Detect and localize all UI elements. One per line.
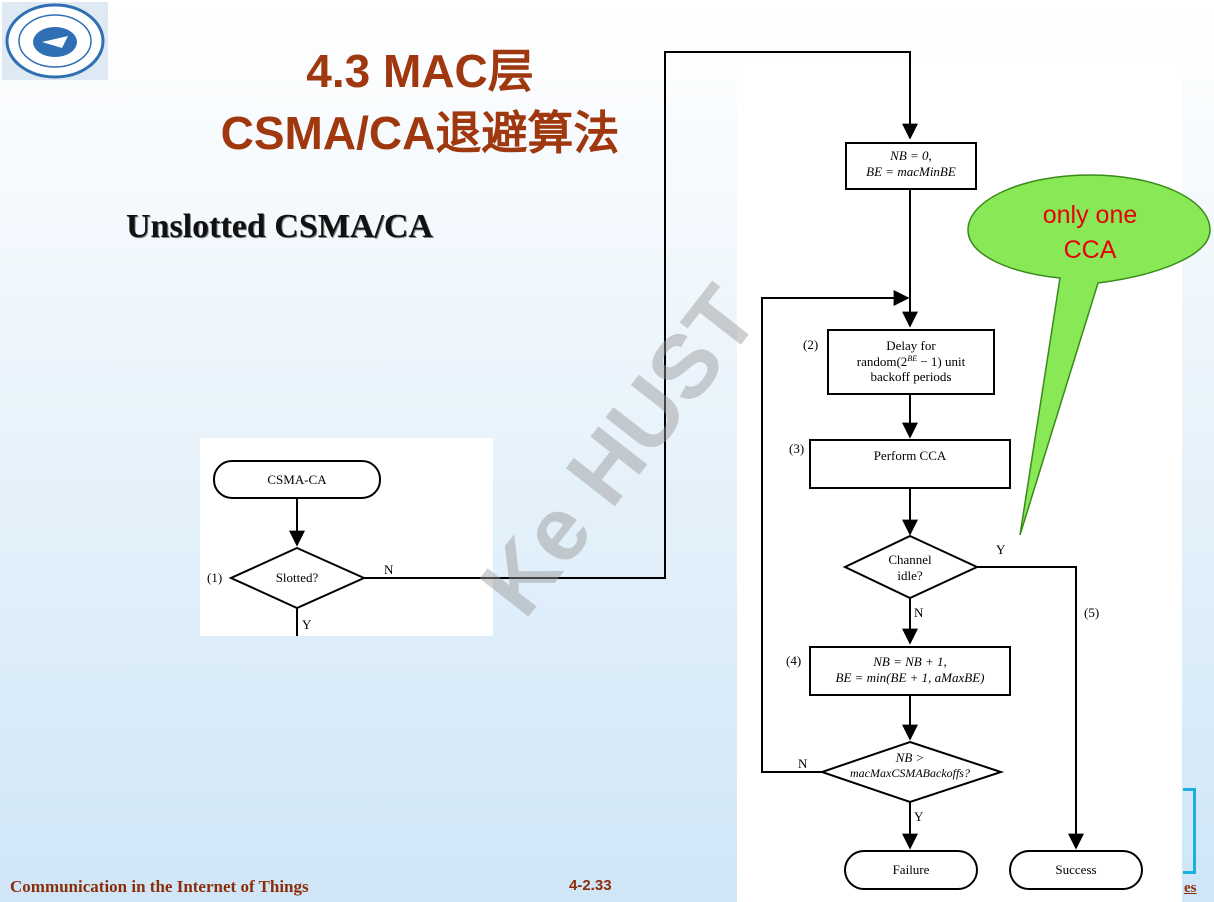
callout-line-2: CCA — [1064, 236, 1117, 264]
check-no-label: N — [798, 756, 808, 771]
cca-label: Perform CCA — [874, 448, 947, 463]
delay-line-2b: − 1) unit — [917, 354, 966, 369]
failure-terminator — [844, 850, 978, 890]
slide-subtitle: Unslotted CSMA/CA — [126, 208, 433, 245]
connector-slotted-no — [364, 51, 918, 579]
connector-loop-back — [761, 290, 910, 773]
university-logo — [2, 2, 108, 80]
idle-yes-label: Y — [996, 542, 1006, 557]
delay-line-2a: random(2 — [857, 354, 908, 369]
success-terminator — [1009, 850, 1143, 890]
delay-exponent: BE — [907, 354, 917, 363]
delay-line-2: random(2BE − 1) unit — [857, 354, 966, 369]
step-5-number: (5) — [1084, 605, 1099, 620]
title-line-1: 4.3 MAC层 — [306, 45, 534, 97]
footer-right-fragment: es — [1184, 880, 1197, 896]
increment-line-2: BE = min(BE + 1, aMaxBE) — [836, 670, 985, 685]
delay-line-1: Delay for — [886, 338, 936, 353]
check-line-1: NB > — [895, 750, 925, 765]
slide-title: 4.3 MAC层 CSMA/CA退避算法 — [150, 40, 690, 164]
increment-box — [809, 646, 1011, 696]
check-line-2: macMaxCSMABackoffs? — [850, 766, 970, 780]
failure-label: Failure — [893, 862, 930, 877]
slotted-label: Slotted? — [276, 570, 319, 585]
channel-idle-decision — [842, 534, 980, 600]
connector-idle-yes-to-success — [977, 566, 1084, 850]
success-label: Success — [1055, 862, 1096, 877]
title-line-2: CSMA/CA退避算法 — [220, 107, 620, 159]
init-line-2: BE = macMinBE — [866, 164, 956, 179]
increment-line-1: NB = NB + 1, — [872, 654, 947, 669]
init-box — [845, 142, 977, 190]
idle-line-2: idle? — [897, 568, 922, 583]
check-yes-label: Y — [914, 809, 924, 824]
step-4-number: (4) — [786, 653, 801, 668]
start-label: CSMA-CA — [267, 472, 327, 487]
slotted-no-label: N — [384, 562, 394, 577]
step-3-number: (3) — [789, 441, 804, 456]
delay-line-3: backoff periods — [871, 369, 952, 384]
only-one-cca-callout: only one CCA — [967, 174, 1211, 536]
step-2-number: (2) — [803, 337, 818, 352]
footer-page-number: 4-2.33 — [569, 877, 612, 894]
callout-line-1: only one — [1043, 201, 1138, 229]
footer-course-title: Communication in the Internet of Things — [10, 877, 309, 896]
slotted-yes-label: Y — [302, 617, 312, 632]
delay-box — [827, 329, 995, 395]
bracket-decoration — [1183, 788, 1196, 874]
init-line-1: NB = 0, — [889, 148, 932, 163]
step-1-number: (1) — [207, 570, 222, 585]
idle-no-label: N — [914, 605, 924, 620]
idle-line-1: Channel — [888, 552, 932, 567]
callout-shape — [967, 174, 1211, 536]
